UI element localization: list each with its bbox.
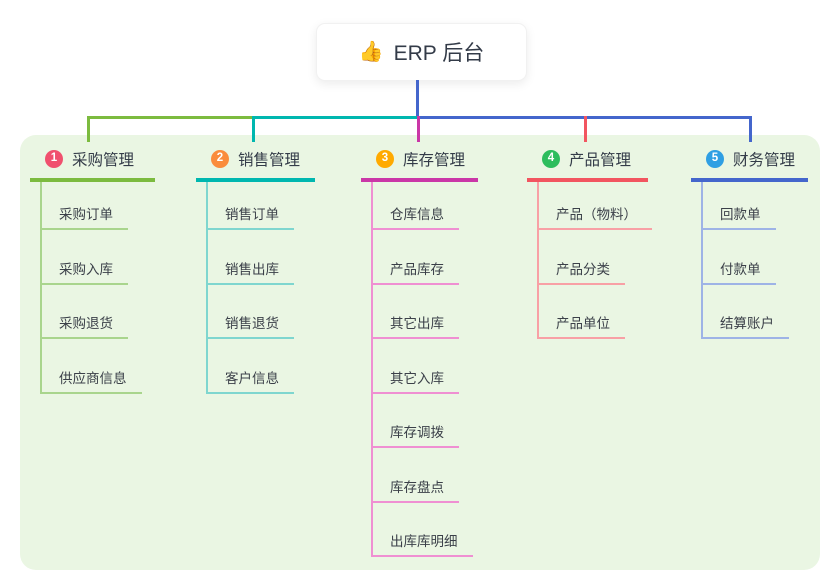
branch-number-badge: 4: [542, 150, 560, 168]
branches-panel: [20, 135, 820, 570]
child-node[interactable]: 结算账户: [703, 285, 789, 339]
branch-title: 财务管理: [733, 152, 796, 169]
connector-drop-branch-3: [417, 116, 420, 142]
branch-title: 产品管理: [569, 152, 632, 169]
child-node[interactable]: 供应商信息: [42, 339, 142, 394]
child-node[interactable]: 回款单: [703, 182, 776, 230]
child-node[interactable]: 产品分类: [539, 230, 625, 285]
child-node[interactable]: 产品（物料）: [539, 182, 652, 230]
child-node[interactable]: 产品单位: [539, 285, 625, 339]
connector-drop-branch-4: [584, 116, 587, 142]
child-node[interactable]: 库存调拨: [373, 394, 459, 448]
branch-header[interactable]: 1 采购管理: [30, 140, 155, 182]
branch-number-badge: 2: [211, 150, 229, 168]
branch-5: 5 财务管理回款单付款单结算账户: [691, 140, 808, 339]
connector-rail-segment-1: [87, 116, 253, 119]
branch-title: 库存管理: [403, 152, 466, 169]
child-node[interactable]: 付款单: [703, 230, 776, 285]
thumbs-up-icon: 👍: [358, 41, 384, 63]
branch-children: 仓库信息产品库存其它出库其它入库库存调拨库存盘点出库库明细: [371, 182, 478, 557]
branch-3: 3 库存管理仓库信息产品库存其它出库其它入库库存调拨库存盘点出库库明细: [361, 140, 478, 557]
connector-rail-segment-2: [252, 116, 418, 119]
child-node[interactable]: 仓库信息: [373, 182, 459, 230]
child-node[interactable]: 客户信息: [208, 339, 294, 394]
child-node[interactable]: 采购入库: [42, 230, 128, 285]
child-node[interactable]: 销售订单: [208, 182, 294, 230]
branch-number-badge: 1: [45, 150, 63, 168]
branch-children: 回款单付款单结算账户: [701, 182, 808, 339]
branch-number-badge: 5: [706, 150, 724, 168]
branch-title: 销售管理: [238, 152, 301, 169]
branch-2: 2 销售管理销售订单销售出库销售退货客户信息: [196, 140, 315, 394]
branch-children: 采购订单采购入库采购退货供应商信息: [40, 182, 155, 394]
connector-drop-branch-2: [252, 116, 255, 142]
branch-4: 4 产品管理产品（物料）产品分类产品单位: [527, 140, 652, 339]
connector-drop-branch-1: [87, 116, 90, 142]
branch-header[interactable]: 4 产品管理: [527, 140, 648, 182]
root-node-label: ERP 后台: [393, 42, 485, 65]
branch-title: 采购管理: [72, 152, 135, 169]
child-node[interactable]: 其它出库: [373, 285, 459, 339]
child-node[interactable]: 采购订单: [42, 182, 128, 230]
child-node[interactable]: 销售出库: [208, 230, 294, 285]
child-node[interactable]: 库存盘点: [373, 448, 459, 503]
branch-children: 销售订单销售出库销售退货客户信息: [206, 182, 315, 394]
branch-header[interactable]: 5 财务管理: [691, 140, 808, 182]
branch-header[interactable]: 3 库存管理: [361, 140, 478, 182]
branch-1: 1 采购管理采购订单采购入库采购退货供应商信息: [30, 140, 155, 394]
connector-drop-branch-5: [749, 116, 752, 142]
connector-root-stem: [416, 80, 419, 116]
branch-header[interactable]: 2 销售管理: [196, 140, 315, 182]
branch-children: 产品（物料）产品分类产品单位: [537, 182, 652, 339]
root-node[interactable]: 👍 ERP 后台: [316, 23, 527, 81]
child-node[interactable]: 销售退货: [208, 285, 294, 339]
child-node[interactable]: 其它入库: [373, 339, 459, 394]
child-node[interactable]: 出库库明细: [373, 503, 473, 557]
child-node[interactable]: 采购退货: [42, 285, 128, 339]
child-node[interactable]: 产品库存: [373, 230, 459, 285]
branch-number-badge: 3: [376, 150, 394, 168]
